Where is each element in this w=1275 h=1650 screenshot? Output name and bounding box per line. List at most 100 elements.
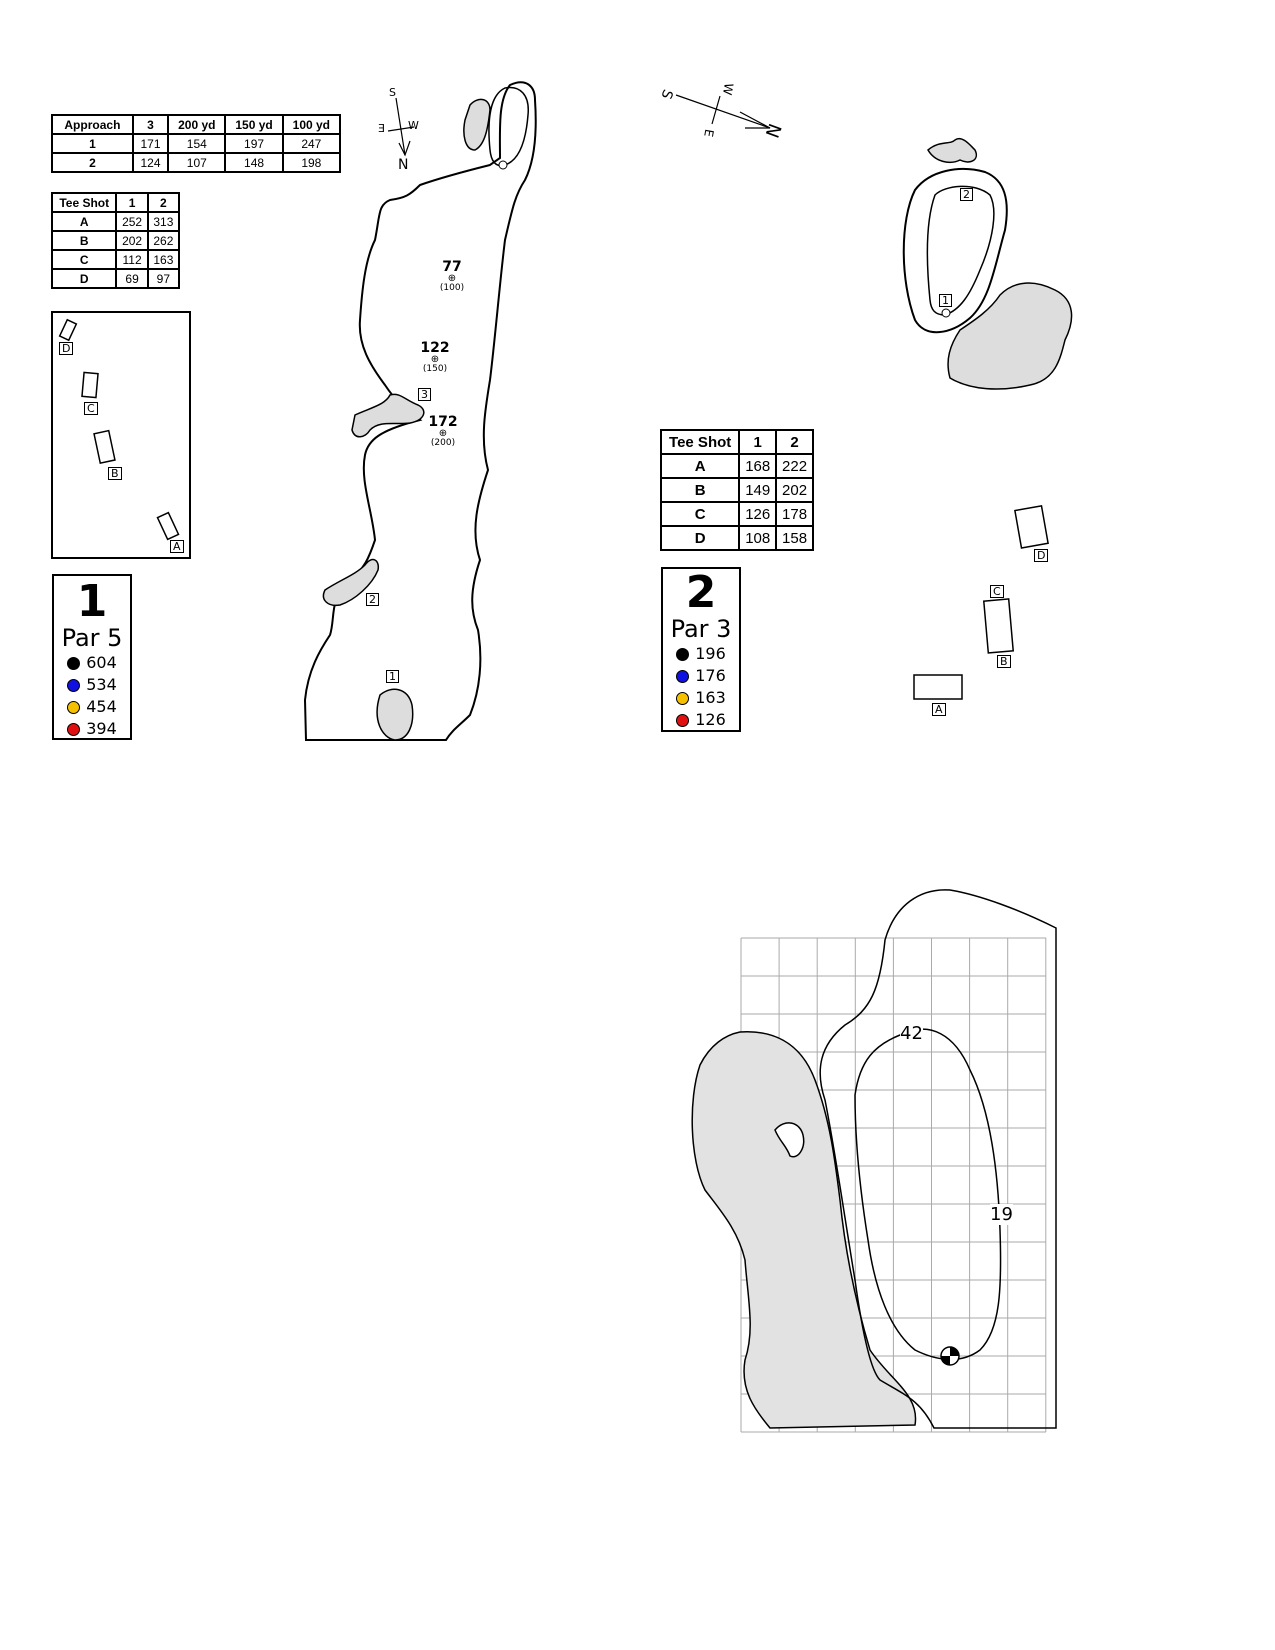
header: Approach <box>51 114 134 135</box>
tee-box-b-hole2 <box>982 598 1015 654</box>
tee-marker-icon <box>676 691 690 705</box>
green-detail-bunker <box>691 1031 917 1429</box>
header: Tee Shot <box>50 192 118 213</box>
green-detail-fringe <box>819 889 1057 1429</box>
tee-label: C <box>990 585 1004 598</box>
tee-label: A <box>932 703 946 716</box>
cell: A <box>50 211 118 232</box>
tee-marker-icon <box>676 647 690 661</box>
tee-box-b <box>93 429 116 465</box>
hazard-label: 1 <box>386 670 399 683</box>
tee-label: B <box>997 655 1011 668</box>
compass-w: W <box>408 119 419 132</box>
cell: A <box>659 453 741 479</box>
target-icon: ⊕ <box>438 428 448 439</box>
marker-yards: 77 <box>442 259 462 275</box>
cell: 202 <box>115 230 149 251</box>
yards: 454 <box>86 697 117 716</box>
cell: 247 <box>281 133 342 154</box>
cell: 222 <box>775 453 814 479</box>
yardage-marker: 77⊕(100) <box>427 259 477 293</box>
target-icon: ⊕ <box>447 273 457 284</box>
cell: 107 <box>167 152 227 173</box>
cell: 198 <box>281 152 342 173</box>
hazard-label: 2 <box>366 593 379 606</box>
tee-yardage: 604 <box>54 652 130 674</box>
tee-label: A <box>170 540 184 553</box>
header: 2 <box>146 192 181 213</box>
tee-marker-icon <box>67 722 81 736</box>
cell: 126 <box>738 501 778 527</box>
green-depth-label: 42 <box>900 1023 923 1044</box>
tee-yardage: 454 <box>54 696 130 718</box>
cell: C <box>50 249 118 270</box>
cell: 313 <box>146 211 181 232</box>
tee-label: C <box>84 402 98 415</box>
yards: 394 <box>86 719 117 738</box>
tee-label: D <box>1034 549 1049 562</box>
cell: 112 <box>115 249 149 270</box>
cell: 171 <box>131 133 170 154</box>
cell: 1 <box>51 133 134 154</box>
tee-yardage: 176 <box>663 665 739 687</box>
hole-card-2: 2 Par 3 196 176 163 126 <box>661 567 741 732</box>
cell: 149 <box>738 477 778 503</box>
tee-label: B <box>108 467 122 480</box>
flag-icon <box>941 308 951 318</box>
flag-icon <box>498 160 508 170</box>
hole2-bunker-back <box>927 138 977 163</box>
green-detail-green <box>854 1028 1002 1361</box>
header: 1 <box>738 429 778 455</box>
cell: D <box>50 268 118 289</box>
hole2-green-inner <box>926 185 995 316</box>
table-row: 2 124 107 148 198 <box>51 152 342 173</box>
cell: 252 <box>115 211 149 232</box>
approach-table: Approach 3 200 yd 150 yd 100 yd 1 171 15… <box>51 114 342 173</box>
green-label: 2 <box>960 188 973 201</box>
table-row: 1 171 154 197 247 <box>51 133 342 154</box>
tee-yardage: 534 <box>54 674 130 696</box>
cell: D <box>659 525 741 551</box>
hole-number: 2 <box>685 567 717 618</box>
marker-ref: (150) <box>422 364 448 374</box>
tee-box-d-hole2 <box>1014 504 1049 549</box>
tee-box-c <box>81 371 99 399</box>
hole1-bunker-green <box>463 98 491 151</box>
cell: 69 <box>115 268 149 289</box>
hazard-2 <box>322 558 380 607</box>
cell: B <box>50 230 118 251</box>
hole-card-1: 1 Par 5 604 534 454 394 <box>52 574 132 740</box>
tee-box-a-hole2 <box>913 674 963 700</box>
hole-par: Par 5 <box>61 624 123 652</box>
cell: 148 <box>224 152 284 173</box>
marker-ref: (200) <box>430 438 456 448</box>
yardage-marker: 122⊕(150) <box>410 340 460 374</box>
cell: B <box>659 477 741 503</box>
header: 100 yd <box>281 114 342 135</box>
compass-hole1 <box>387 97 415 157</box>
cell: 163 <box>146 249 181 270</box>
compass-hole2 <box>675 94 771 129</box>
compass-s: S <box>389 86 396 99</box>
tee-yardage: 163 <box>663 687 739 709</box>
marker-yards: 172 <box>428 414 458 430</box>
header: 150 yd <box>224 114 284 135</box>
cell: 154 <box>167 133 227 154</box>
hole2-bunker-front <box>947 282 1073 390</box>
tee-yardage: 394 <box>54 718 130 740</box>
tee-marker-icon <box>67 678 81 692</box>
cell: 2 <box>51 152 134 173</box>
hazard-1 <box>376 688 414 741</box>
header: 2 <box>775 429 814 455</box>
hole2-green-outer <box>902 168 1008 334</box>
tee-marker-icon <box>67 656 81 670</box>
yards: 163 <box>695 688 726 707</box>
header: 3 <box>131 114 170 135</box>
target-icon: ⊕ <box>430 354 440 365</box>
